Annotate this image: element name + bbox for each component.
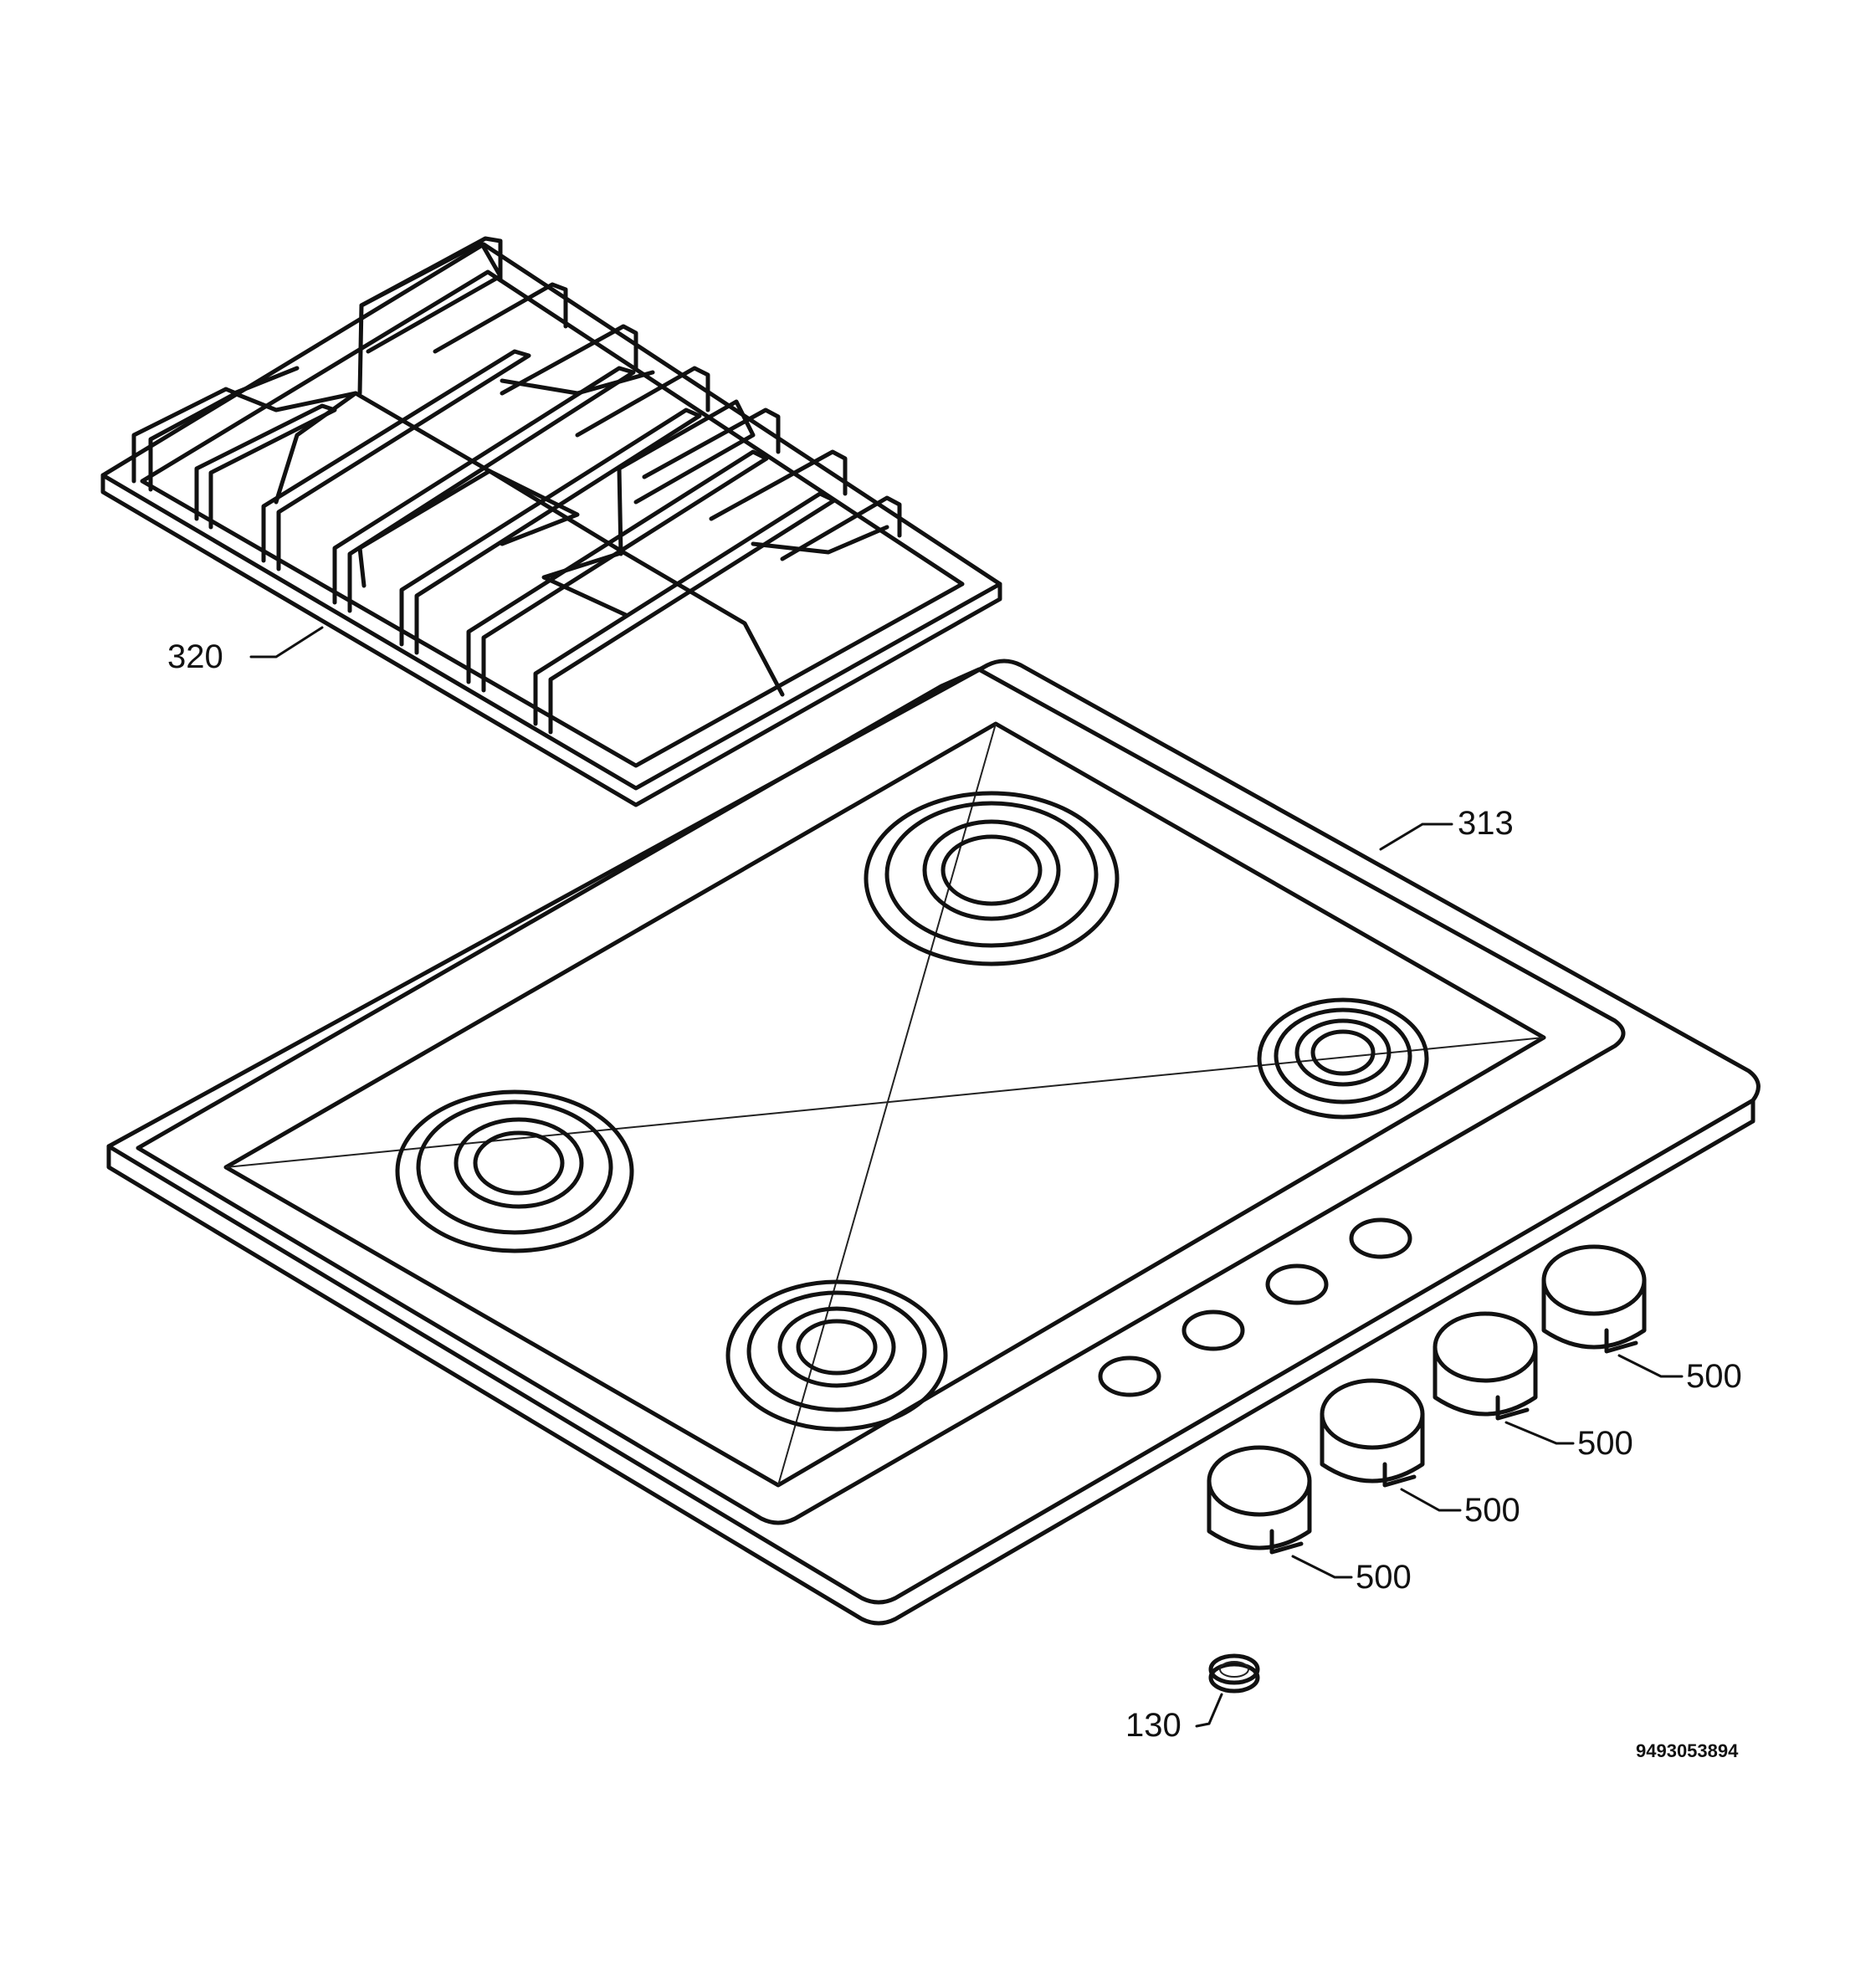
part-label-500-a: 500	[1686, 1358, 1742, 1395]
leader-line-500-b	[1504, 1421, 1575, 1445]
part-label-500-c: 500	[1464, 1492, 1520, 1529]
leader-line-130	[1195, 1693, 1223, 1728]
burner-left	[395, 1089, 634, 1253]
leader-line-313	[1379, 823, 1453, 851]
control-knob	[1207, 1445, 1312, 1555]
burner-front	[725, 1279, 948, 1432]
part-label-500-d: 500	[1356, 1559, 1412, 1596]
document-number: 9493053894	[1636, 1740, 1739, 1761]
burner-rear	[864, 791, 1120, 966]
control-knob	[1433, 1311, 1538, 1421]
control-knob	[1541, 1244, 1647, 1354]
part-label-313: 313	[1458, 805, 1514, 842]
leader-line-320	[249, 626, 324, 659]
part-label-500-b: 500	[1577, 1425, 1633, 1462]
part-label-320: 320	[167, 638, 223, 675]
leader-line-500-c	[1400, 1488, 1462, 1512]
burner-right	[1257, 997, 1429, 1120]
seal-ring	[1208, 1653, 1260, 1694]
leader-line-500-a	[1617, 1354, 1684, 1378]
pan-support-grate	[100, 236, 1002, 807]
leader-line-500-d	[1291, 1555, 1353, 1579]
hob-top-plate	[106, 659, 1761, 1626]
part-label-130: 130	[1125, 1707, 1181, 1744]
control-knob	[1320, 1378, 1425, 1488]
